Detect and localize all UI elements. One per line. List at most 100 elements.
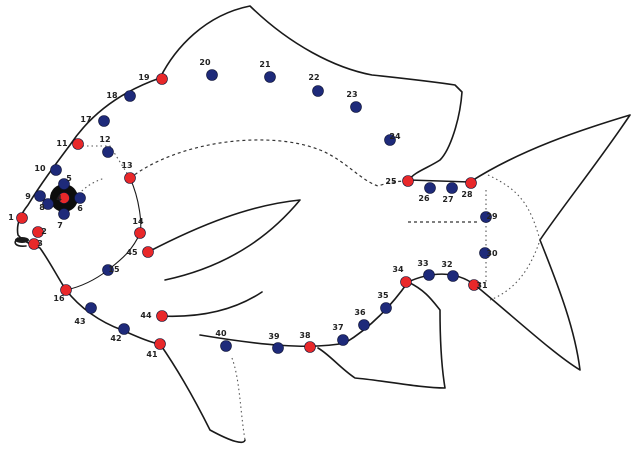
landmark-4-marker	[58, 192, 70, 204]
landmark-28-label: 28	[461, 190, 473, 199]
landmark-43-label: 43	[74, 317, 85, 326]
landmark-14-label: 14	[132, 217, 144, 226]
landmark-39-marker	[272, 342, 284, 354]
mouth-lip	[15, 237, 29, 243]
pelvic-fin-dotted	[231, 357, 246, 441]
opercle-outline	[65, 177, 142, 291]
landmark-38-marker	[304, 341, 316, 353]
landmark-7-marker	[58, 208, 70, 220]
dorsal-fin-outline	[159, 5, 463, 181]
landmark-12-marker	[102, 146, 114, 158]
landmark-29-label: 29	[486, 212, 498, 221]
landmark-10-marker	[50, 164, 62, 176]
landmark-42-marker	[118, 323, 130, 335]
landmark-44-label: 44	[140, 311, 152, 320]
landmark-32-marker	[447, 270, 459, 282]
pectoral-fin-outline	[147, 199, 301, 281]
landmark-24-label: 24	[389, 132, 401, 141]
landmark-45-label: 45	[126, 248, 138, 257]
landmark-31-marker	[468, 279, 480, 291]
landmark-9-marker	[34, 190, 46, 202]
landmark-25-label: 25	[385, 177, 397, 186]
landmark-19-marker	[156, 73, 168, 85]
landmark-43-marker	[85, 302, 97, 314]
landmark-1-label: 1	[8, 213, 14, 222]
preopercle-dotted	[78, 145, 131, 179]
landmark-42-label: 42	[110, 334, 121, 343]
landmark-27-label: 27	[442, 195, 453, 204]
landmark-2-label: 2	[41, 227, 47, 236]
landmark-30-marker	[479, 247, 491, 259]
landmark-16-label: 16	[53, 294, 65, 303]
landmark-11-marker	[72, 138, 84, 150]
landmark-18-label: 18	[106, 91, 118, 100]
dorsal-outline	[408, 179, 471, 183]
landmark-36-label: 36	[354, 308, 366, 317]
landmark-39-label: 39	[268, 332, 280, 341]
landmark-25-marker	[402, 175, 414, 187]
landmark-27-marker	[446, 182, 458, 194]
pectoral-fin-lower	[159, 291, 263, 318]
landmark-45-marker	[142, 246, 154, 258]
landmark-2-marker	[32, 226, 44, 238]
landmark-20-label: 20	[199, 58, 211, 67]
landmark-16-marker	[60, 284, 72, 296]
landmark-37-label: 37	[332, 323, 343, 332]
landmark-18-marker	[124, 90, 136, 102]
lateral-line	[129, 139, 410, 187]
landmark-22-marker	[312, 85, 324, 97]
landmark-8-label: 8	[39, 203, 45, 212]
landmark-8-marker	[42, 198, 54, 210]
landmark-37-marker	[337, 334, 349, 346]
landmark-10-label: 10	[34, 164, 46, 173]
landmark-40-marker	[220, 340, 232, 352]
landmark-26-label: 26	[418, 194, 430, 203]
landmark-20-marker	[206, 69, 218, 81]
landmark-28-marker	[465, 177, 477, 189]
landmark-23-marker	[350, 101, 362, 113]
landmark-31-label: 31	[476, 281, 488, 290]
landmark-3-marker	[28, 238, 40, 250]
landmark-34-marker	[400, 276, 412, 288]
caudal-fin-rays	[487, 174, 541, 301]
landmark-21-marker	[264, 71, 276, 83]
landmark-34-label: 34	[392, 265, 404, 274]
landmark-19-label: 19	[138, 73, 150, 82]
landmark-14-marker	[134, 227, 146, 239]
landmark-1-marker	[16, 212, 28, 224]
landmark-35-marker	[380, 302, 392, 314]
landmark-15-label: 15	[108, 265, 120, 274]
landmark-38-label: 38	[299, 331, 311, 340]
landmark-22-label: 22	[308, 73, 319, 82]
landmark-12-label: 12	[99, 135, 110, 144]
landmark-5-marker	[58, 178, 70, 190]
landmark-4-label: 4	[56, 194, 62, 203]
caudal-fin-lower-outline	[474, 239, 581, 371]
landmark-3-label: 3	[37, 239, 43, 248]
landmark-6-marker	[74, 192, 86, 204]
landmark-44-marker	[156, 310, 168, 322]
landmark-30-label: 30	[486, 249, 498, 258]
landmark-41-marker	[154, 338, 166, 350]
landmark-33-label: 33	[417, 259, 428, 268]
anal-fin-base	[407, 273, 476, 286]
landmark-5-label: 5	[66, 174, 72, 183]
landmark-23-label: 23	[346, 90, 357, 99]
landmark-21-label: 21	[259, 60, 271, 69]
landmark-9-label: 9	[25, 192, 31, 201]
landmark-11-label: 11	[56, 139, 68, 148]
head-outline	[16, 77, 161, 291]
landmark-36-marker	[358, 319, 370, 331]
caudal-fin-upper-outline	[469, 114, 631, 241]
landmark-35-label: 35	[377, 291, 389, 300]
landmark-33-marker	[423, 269, 435, 281]
anal-fin-outline	[199, 281, 446, 389]
landmark-13-marker	[124, 172, 136, 184]
landmark-26-marker	[424, 182, 436, 194]
landmark-13-label: 13	[121, 161, 132, 170]
landmark-17-label: 17	[80, 115, 91, 124]
landmark-40-label: 40	[215, 329, 227, 338]
landmark-15-marker	[102, 264, 114, 276]
